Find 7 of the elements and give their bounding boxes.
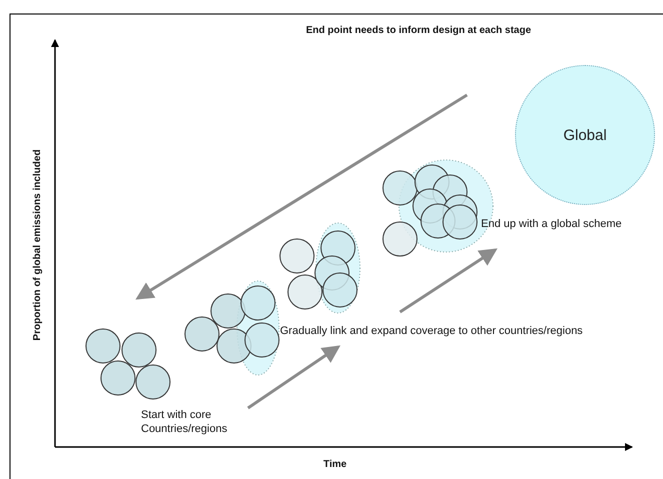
x-axis-title: Time [322, 458, 348, 472]
stage-note: End up with a global scheme [481, 217, 623, 231]
heading-note: End point needs to inform design at each stage [306, 24, 532, 38]
y-axis-title: Proportion of global emissions included [31, 148, 44, 343]
stage-note: Start with core Countries/regions [141, 408, 228, 436]
stage-note: Gradually link and expand coverage to other countries/regions [280, 324, 584, 338]
node-label: Global [563, 126, 607, 144]
